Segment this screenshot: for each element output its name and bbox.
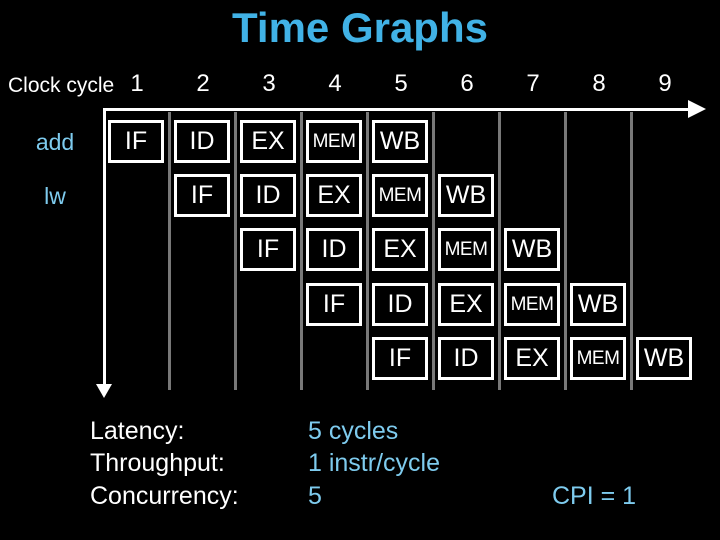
metric-label: Latency: xyxy=(90,417,185,445)
stage-box-id: ID xyxy=(306,228,362,271)
cycle-gridline xyxy=(300,112,303,390)
stage-box-if: IF xyxy=(372,337,428,380)
cycle-gridline xyxy=(564,112,567,390)
stage-box-wb: WB xyxy=(636,337,692,380)
cycle-gridline xyxy=(366,112,369,390)
cycle-gridline xyxy=(234,112,237,390)
instruction-label-lw: lw xyxy=(44,183,66,209)
stage-box-wb: WB xyxy=(570,283,626,326)
cycle-number: 8 xyxy=(592,70,606,97)
cycle-gridline xyxy=(432,112,435,390)
stage-box-id: ID xyxy=(438,337,494,380)
stage-box-if: IF xyxy=(108,120,164,163)
cycle-number: 5 xyxy=(394,70,408,97)
stage-box-ex: EX xyxy=(438,283,494,326)
metric-value: 1 instr/cycle xyxy=(308,449,440,477)
metric-value: 5 cycles xyxy=(308,417,399,445)
stage-box-wb: WB xyxy=(504,228,560,271)
metric-label: Concurrency: xyxy=(90,482,239,510)
stage-box-wb: WB xyxy=(438,174,494,217)
cycle-number: 4 xyxy=(328,70,342,97)
stage-box-mem: MEM xyxy=(438,228,494,271)
stage-box-ex: EX xyxy=(372,228,428,271)
stage-box-id: ID xyxy=(240,174,296,217)
clock-cycle-label: Clock cycle xyxy=(8,74,115,97)
stage-box-ex: EX xyxy=(306,174,362,217)
cpi-value: CPI = 1 xyxy=(552,482,637,510)
cycle-number: 1 xyxy=(130,70,144,97)
metric-value: 5 xyxy=(308,482,322,510)
cycle-number: 9 xyxy=(658,70,672,97)
stage-box-mem: MEM xyxy=(306,120,362,163)
cycle-number: 6 xyxy=(460,70,474,97)
time-axis-line xyxy=(103,108,689,111)
stage-box-id: ID xyxy=(174,120,230,163)
cycle-gridline xyxy=(630,112,633,390)
cycle-number: 2 xyxy=(196,70,210,97)
stage-box-if: IF xyxy=(174,174,230,217)
instruction-axis-line xyxy=(103,108,106,384)
instruction-label-add: add xyxy=(35,129,75,155)
stage-box-ex: EX xyxy=(504,337,560,380)
instruction-axis-arrow-icon xyxy=(96,384,112,398)
stage-box-if: IF xyxy=(306,283,362,326)
stage-box-mem: MEM xyxy=(504,283,560,326)
stage-box-mem: MEM xyxy=(372,174,428,217)
stage-box-id: ID xyxy=(372,283,428,326)
cycle-gridline xyxy=(498,112,501,390)
metric-label: Throughput: xyxy=(90,449,225,477)
page-title: Time Graphs xyxy=(232,4,488,51)
stage-box-mem: MEM xyxy=(570,337,626,380)
time-axis-arrow-icon xyxy=(688,100,706,118)
cycle-number: 7 xyxy=(526,70,540,97)
stage-box-wb: WB xyxy=(372,120,428,163)
stage-box-ex: EX xyxy=(240,120,296,163)
cycle-number: 3 xyxy=(262,70,276,97)
cycle-gridline xyxy=(168,112,171,390)
stage-box-if: IF xyxy=(240,228,296,271)
